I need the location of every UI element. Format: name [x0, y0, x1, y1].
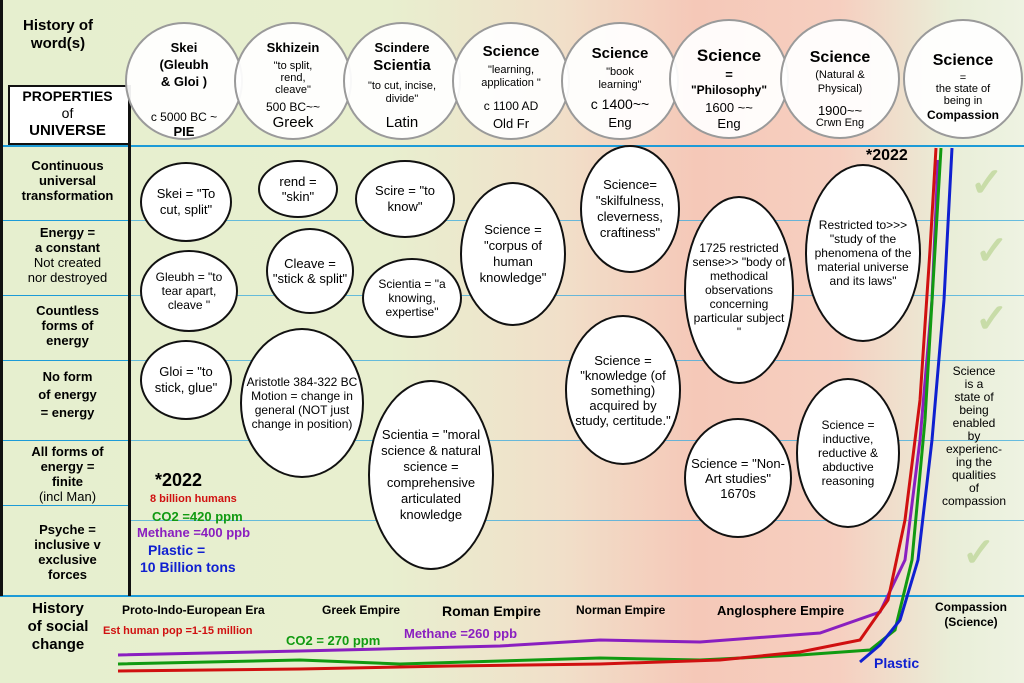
stats-year: *2022	[155, 470, 203, 490]
row-divider-left	[0, 295, 128, 296]
row-divider-left	[0, 440, 128, 441]
word-circle-science-1900: Science (Natural & Physical) 1900~~ Crwn…	[780, 19, 900, 139]
stats-co2: CO2 =420 ppm	[152, 509, 243, 524]
oval-gleubh: Gleubh = "to tear apart, cleave "	[140, 250, 238, 332]
stats-plastic-label: Plastic =	[148, 542, 206, 558]
humans-curve	[117, 147, 938, 673]
footer-divider	[0, 595, 1024, 597]
row-divider	[128, 220, 1024, 221]
era-roman-empire: Roman Empire	[442, 603, 541, 619]
stats-methane: Methane =400 ppb	[137, 525, 251, 540]
history-social-change-label: History of social change	[27, 600, 89, 653]
word-circle-science-compassion: Science = the state of being in Compassi…	[903, 19, 1023, 139]
co2-curve	[117, 147, 943, 666]
era-norman-empire: Norman Empire	[576, 603, 666, 617]
check-mark-icon: ✓	[970, 161, 1004, 205]
row-divider-left	[0, 220, 128, 221]
stats-plastic-amount: 10 Billion tons	[140, 559, 236, 575]
word-circle-science-1400: Science "book learning" c 1400~~ Eng	[561, 22, 679, 140]
properties-universe-label: PROPERTIES of UNIVERSE	[22, 88, 113, 139]
properties-box	[8, 85, 128, 145]
era-anglosphere-empire: Anglosphere Empire	[717, 603, 845, 618]
era-greek-empire: Greek Empire	[322, 603, 401, 617]
word-circle-skei: Skei (Gleubh & Gloi ) c 5000 BC ~ PIE	[125, 22, 243, 140]
oval-scire: Scire = "to know"	[355, 160, 455, 238]
check-mark-icon: ✓	[962, 531, 996, 575]
era-proto-indo-european: Proto-Indo-European Era	[122, 603, 265, 617]
year-2022-top: *2022	[866, 147, 908, 164]
stats-humans: 8 billion humans	[150, 493, 237, 505]
plastic-label: Plastic	[874, 655, 920, 671]
row-divider	[128, 440, 1024, 441]
oval-aristotle: Aristotle 384-322 BC Motion = change in …	[240, 328, 364, 478]
plastic-curve	[859, 147, 954, 664]
oval-skei: Skei = "To cut, split"	[140, 162, 232, 242]
oval-restricted-1725: 1725 restricted sense>> "body of methodi…	[684, 196, 794, 384]
check-mark-icon: ✓	[975, 297, 1009, 341]
oval-restricted-to: Restricted to>>> "study of the phenomena…	[805, 164, 921, 342]
methane-old-label: Methane =260 ppb	[404, 626, 518, 641]
oval-scientia-moral: Scientia = "moral science & natural scie…	[368, 380, 494, 570]
oval-knowledge: Science = "knowledge (of something) acqu…	[565, 315, 681, 465]
word-circle-scindere: Scindere Scientia "to cut, incise, divid…	[343, 22, 461, 140]
word-circle-science-oldfr: Science "learning, application " c 1100 …	[452, 22, 570, 140]
check-mark-icon: ✓	[975, 229, 1009, 273]
methane-curve	[117, 159, 940, 657]
era-compassion: Compassion(Science)	[934, 600, 1007, 629]
oval-cleave: Cleave = "stick & split"	[266, 228, 354, 314]
word-circle-skhizein: Skhizein "to split, rend, cleave" 500 BC…	[234, 22, 352, 140]
history-words-label: History of word(s)	[22, 17, 93, 52]
row-divider-left	[0, 505, 128, 506]
header-divider	[0, 145, 1024, 147]
oval-inductive: Science = inductive, reductive & abducti…	[796, 378, 900, 528]
row-divider	[128, 295, 1024, 296]
co2-old-label: CO2 = 270 ppm	[286, 633, 381, 648]
oval-non-art: Science = "Non-Art studies" 1670s	[684, 418, 792, 538]
oval-gloi: Gloi = "to stick, glue"	[140, 340, 232, 420]
est-population-label: Est human pop =1-15 million	[103, 625, 253, 637]
oval-scientia-knowing: Scientia = "a knowing, expertise"	[362, 258, 462, 338]
row-divider	[128, 520, 1024, 521]
oval-skilfulness: Science= "skilfulness, cleverness, craft…	[580, 145, 680, 273]
oval-rend: rend = "skin"	[258, 160, 338, 218]
oval-corpus: Science = "corpus of human knowledge"	[460, 182, 566, 326]
left-border	[0, 0, 3, 596]
column-border	[128, 85, 131, 596]
row-divider-left	[0, 360, 128, 361]
